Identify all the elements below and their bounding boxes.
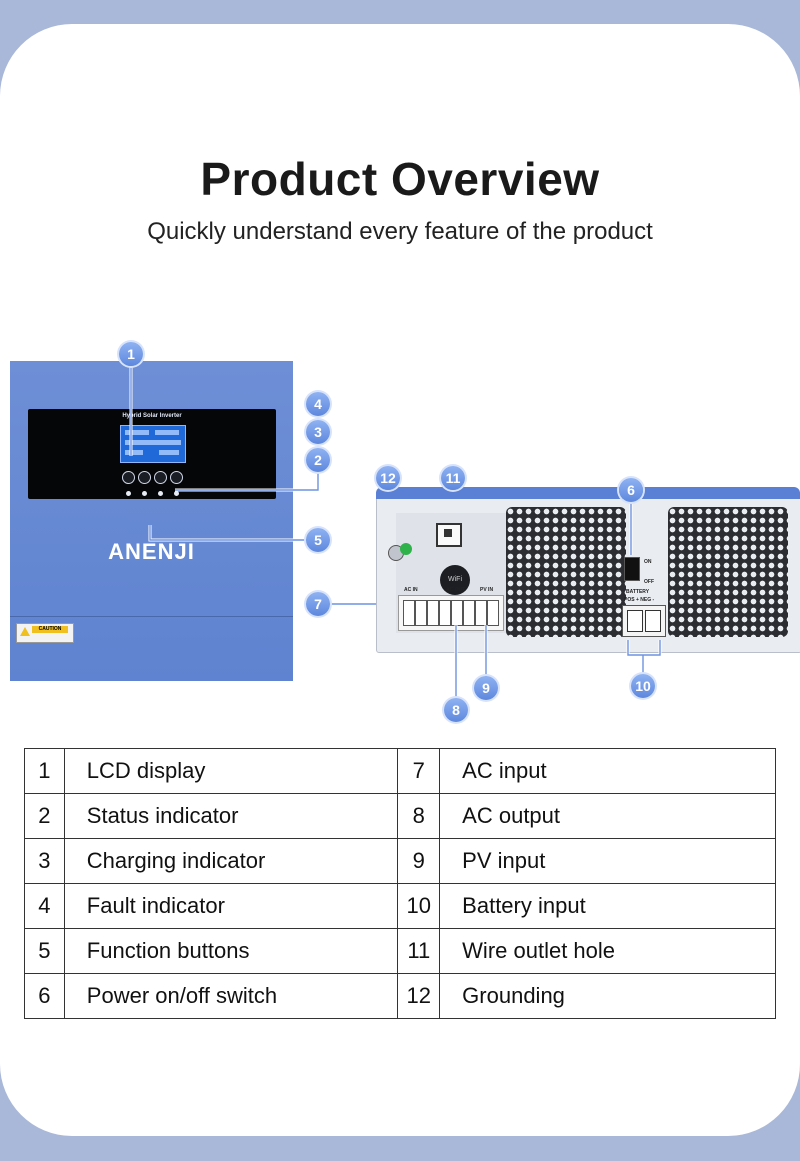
indicator-led	[158, 491, 163, 496]
feature-label: Wire outlet hole	[439, 928, 776, 974]
ac-out-label: AC OUT	[446, 587, 466, 593]
page-title: Product Overview	[200, 153, 600, 205]
caution-sticker: CAUTION	[16, 623, 74, 643]
table-row: 1 LCD display 7 AC input	[24, 748, 776, 794]
power-switch[interactable]	[624, 557, 640, 581]
callout-badge-2: 2	[306, 448, 330, 472]
callout-badge-1: 1	[119, 342, 143, 366]
feature-number: 1	[24, 748, 65, 794]
feature-label: AC output	[439, 793, 776, 839]
battery-polarity-label: POS + NEG -	[624, 597, 655, 603]
cooling-fan-right	[668, 507, 788, 637]
feature-number: 6	[24, 973, 65, 1019]
table-row: 4 Fault indicator 10 Battery input	[24, 883, 776, 929]
page-subtitle: Quickly understand every feature of the …	[147, 218, 653, 245]
feature-number: 10	[397, 883, 441, 929]
inverter-rear-view: WiFi AC IN AC OUT PV IN ON OFF BATTERY P…	[376, 487, 800, 657]
brand-logo: ANENJI	[108, 539, 195, 564]
callout-badge-4: 4	[306, 392, 330, 416]
callout-badge-3: 3	[306, 420, 330, 444]
feature-label: Status indicator	[63, 793, 399, 839]
feature-number: 3	[24, 838, 65, 884]
feature-number: 7	[397, 748, 441, 794]
callout-badge-9: 9	[474, 676, 498, 700]
wifi-port: WiFi	[440, 565, 470, 595]
cooling-fan-left	[506, 507, 626, 637]
lcd-caption: Hybrid Solar Inverter	[122, 413, 182, 419]
feature-number: 2	[24, 793, 65, 839]
lcd-screen	[120, 425, 186, 463]
callout-badge-12: 12	[376, 466, 400, 490]
table-row: 2 Status indicator 8 AC output	[24, 793, 776, 839]
callout-badge-10: 10	[631, 674, 655, 698]
lcd-panel: Hybrid Solar Inverter	[28, 409, 276, 499]
terminal-block	[398, 595, 504, 631]
function-button-2[interactable]	[138, 471, 151, 484]
caution-label: CAUTION	[32, 626, 68, 633]
switch-off-label: OFF	[644, 579, 654, 585]
switch-on-label: ON	[644, 559, 652, 565]
feature-number: 12	[397, 973, 441, 1019]
feature-label: Function buttons	[63, 928, 399, 974]
callout-badge-7: 7	[306, 592, 330, 616]
callout-badge-11: 11	[441, 466, 465, 490]
indicator-led	[174, 491, 179, 496]
callout-badge-5: 5	[306, 528, 330, 552]
callout-badge-8: 8	[444, 698, 468, 722]
pv-in-label: PV IN	[480, 587, 494, 593]
feature-label: Grounding	[439, 973, 776, 1019]
feature-label: PV input	[439, 838, 776, 884]
feature-number: 5	[24, 928, 65, 974]
function-button-4[interactable]	[170, 471, 183, 484]
feature-number: 9	[397, 838, 441, 884]
indicator-led	[142, 491, 147, 496]
feature-number: 4	[24, 883, 65, 929]
table-row: 6 Power on/off switch 12 Grounding	[24, 973, 776, 1019]
wire-outlet-hole	[436, 523, 462, 547]
feature-label: LCD display	[63, 748, 399, 794]
function-button-3[interactable]	[154, 471, 167, 484]
function-button-1[interactable]	[122, 471, 135, 484]
feature-number: 11	[397, 928, 441, 974]
feature-label: Charging indicator	[63, 838, 399, 884]
callout-badge-6: 6	[619, 478, 643, 502]
feature-table: 1 LCD display 7 AC input 2 Status indica…	[24, 748, 776, 1019]
battery-terminals	[622, 605, 666, 637]
battery-label: BATTERY	[626, 589, 650, 595]
feature-label: Power on/off switch	[63, 973, 399, 1019]
feature-label: AC input	[439, 748, 776, 794]
table-row: 5 Function buttons 11 Wire outlet hole	[24, 928, 776, 974]
feature-label: Fault indicator	[63, 883, 399, 929]
rear-trim	[376, 487, 800, 499]
ground-symbol-icon	[400, 543, 412, 555]
ac-in-label: AC IN	[404, 587, 418, 593]
feature-label: Battery input	[439, 883, 776, 929]
panel-divider	[10, 616, 293, 617]
inverter-front-view: Hybrid Solar Inverter ANENJI CAUTION	[10, 361, 293, 681]
table-row: 3 Charging indicator 9 PV input	[24, 838, 776, 884]
warning-icon	[20, 627, 30, 636]
indicator-led	[126, 491, 131, 496]
feature-number: 8	[397, 793, 441, 839]
